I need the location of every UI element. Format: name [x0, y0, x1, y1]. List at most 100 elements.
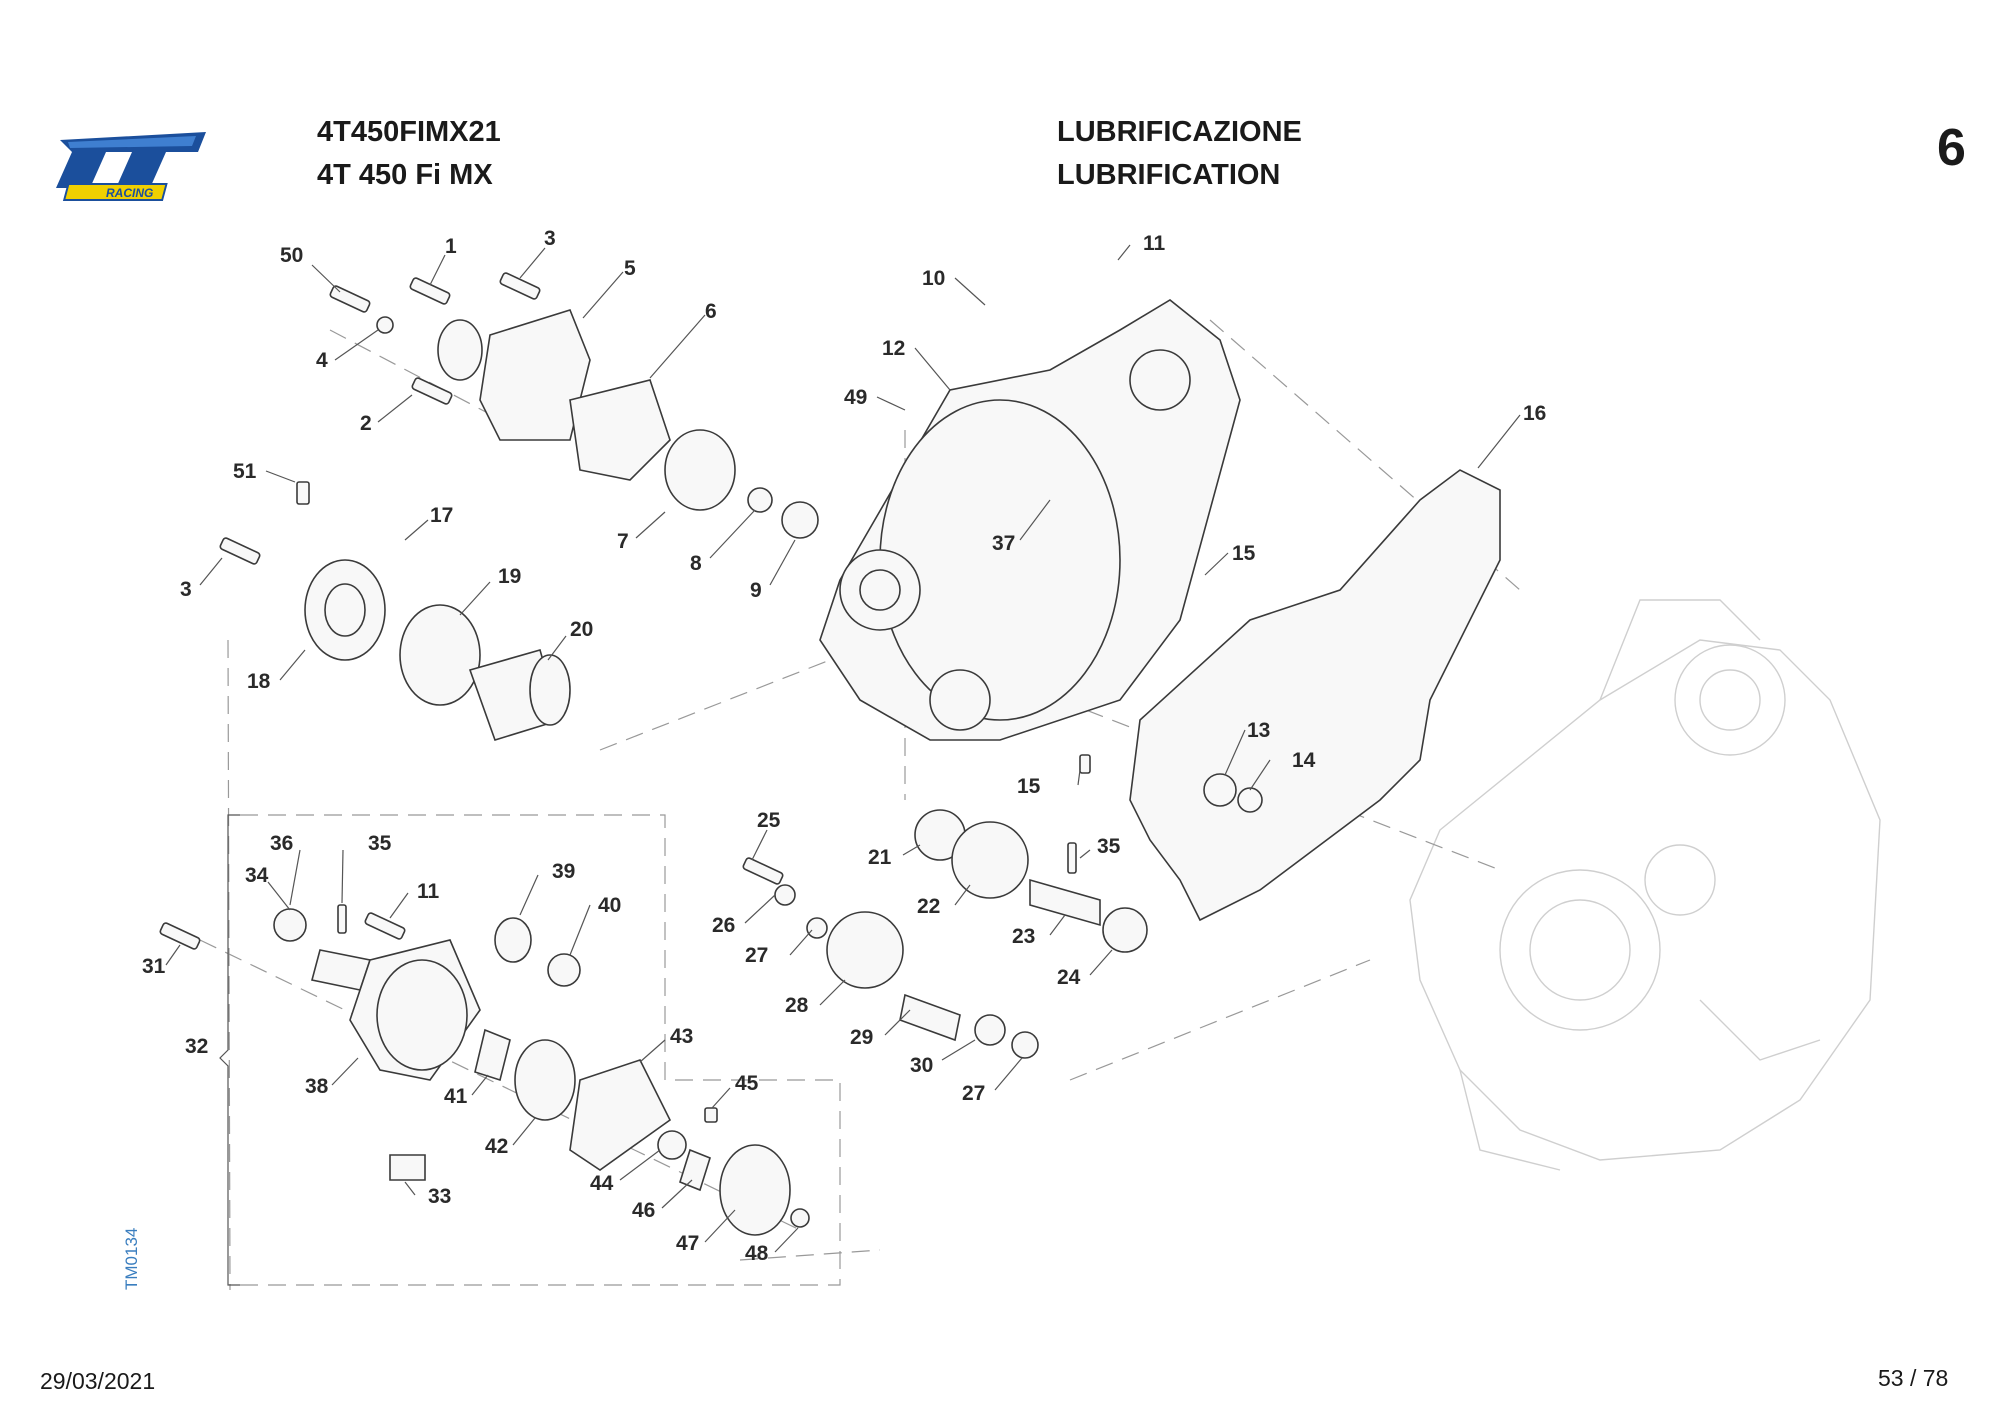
callout: 27	[745, 929, 813, 967]
callout: 8	[690, 509, 756, 575]
svg-text:20: 20	[570, 618, 593, 641]
svg-text:42: 42	[485, 1135, 508, 1158]
callout: 16	[1477, 402, 1546, 469]
callout: 29	[850, 1009, 911, 1049]
callout: 15	[1204, 542, 1256, 576]
svg-text:21: 21	[868, 846, 892, 869]
model-name: 4T 450 Fi MX	[317, 159, 493, 191]
tm-racing-logo: RACING	[46, 126, 216, 207]
callout: 48	[745, 1227, 799, 1265]
svg-text:19: 19	[498, 565, 521, 588]
group-32-bracket	[219, 814, 841, 1286]
callout: 42	[485, 1117, 536, 1158]
svg-text:8: 8	[690, 552, 702, 575]
callout: 25	[751, 809, 781, 861]
callout: 41	[444, 1074, 489, 1108]
svg-text:1: 1	[445, 235, 457, 258]
page-title-english: LUBRIFICATION	[1057, 159, 1281, 191]
callout: 49	[844, 386, 906, 411]
svg-text:18: 18	[247, 670, 271, 693]
callout: 44	[590, 1149, 661, 1195]
callout: 31	[142, 944, 181, 978]
callout: 3	[180, 557, 223, 601]
callout: 11	[1117, 232, 1166, 261]
svg-text:46: 46	[632, 1199, 655, 1222]
svg-text:9: 9	[750, 579, 762, 602]
section-number: 6	[1937, 119, 1966, 177]
oil-pump-drive-parts	[742, 754, 1263, 1059]
page-title-italian: LUBRIFICAZIONE	[1057, 116, 1302, 148]
svg-text:4: 4	[316, 349, 328, 372]
callout: 36	[270, 832, 301, 906]
callout: 23	[1012, 914, 1066, 948]
svg-text:50: 50	[280, 244, 303, 267]
callout: 19	[459, 565, 521, 616]
callout: 51	[233, 460, 296, 483]
callout: 9	[750, 539, 796, 602]
svg-text:37: 37	[992, 532, 1015, 555]
svg-text:26: 26	[712, 914, 735, 937]
callout: 10	[922, 267, 986, 306]
svg-text:34: 34	[245, 864, 269, 887]
svg-text:13: 13	[1247, 719, 1270, 742]
svg-text:27: 27	[962, 1082, 985, 1105]
callout: 45	[711, 1072, 759, 1109]
oil-pump-group	[159, 904, 810, 1236]
callout: 24	[1057, 949, 1113, 989]
callout: 28	[785, 979, 846, 1017]
callout: 7	[617, 511, 666, 553]
svg-text:38: 38	[305, 1075, 329, 1098]
svg-text:48: 48	[745, 1242, 769, 1265]
oil-filter-assembly	[219, 481, 571, 741]
callout: 26	[712, 894, 776, 937]
callout: 38	[305, 1057, 359, 1098]
svg-text:51: 51	[233, 460, 257, 483]
svg-text:31: 31	[142, 955, 166, 978]
svg-text:11: 11	[417, 880, 440, 903]
svg-text:12: 12	[882, 337, 905, 360]
svg-text:32: 32	[185, 1035, 208, 1058]
svg-text:25: 25	[757, 809, 781, 832]
callout: 5	[582, 257, 636, 319]
svg-text:15: 15	[1017, 775, 1041, 798]
drawing-reference: TM0134	[122, 1227, 141, 1290]
callout: 11	[389, 880, 440, 919]
svg-text:27: 27	[745, 944, 768, 967]
callout: 22	[917, 884, 971, 918]
callout: 47	[676, 1209, 736, 1255]
svg-text:39: 39	[552, 860, 575, 883]
svg-text:29: 29	[850, 1026, 873, 1049]
engine-case-outline	[1409, 599, 1881, 1171]
svg-text:22: 22	[917, 895, 940, 918]
svg-text:41: 41	[444, 1085, 468, 1108]
callout: 46	[632, 1179, 693, 1222]
svg-text:15: 15	[1232, 542, 1256, 565]
svg-text:36: 36	[270, 832, 293, 855]
inner-clutch-cover	[819, 299, 1241, 741]
callout: 15	[1017, 769, 1081, 798]
svg-text:6: 6	[705, 300, 717, 323]
svg-text:7: 7	[617, 530, 629, 553]
svg-text:11: 11	[1143, 232, 1166, 255]
svg-text:49: 49	[844, 386, 867, 409]
callout: 4	[316, 329, 379, 372]
callout: 34	[245, 864, 291, 911]
callout: 2	[360, 394, 413, 435]
page-counter: 53 / 78	[1878, 1365, 1949, 1391]
svg-text:17: 17	[430, 504, 453, 527]
callout: 35	[1079, 835, 1121, 859]
callout: 37	[992, 499, 1051, 555]
callout: 43	[639, 1025, 693, 1063]
callout: 3	[519, 227, 556, 279]
callout: 27	[962, 1057, 1023, 1105]
svg-text:3: 3	[544, 227, 556, 250]
svg-text:33: 33	[428, 1185, 451, 1208]
callout: 50	[280, 244, 341, 293]
water-pump-parts	[329, 272, 819, 539]
model-code: 4T450FIMX21	[317, 116, 501, 148]
callout: 17	[404, 504, 453, 541]
svg-text:5: 5	[624, 257, 636, 280]
callout: 12	[882, 337, 951, 391]
svg-text:23: 23	[1012, 925, 1035, 948]
